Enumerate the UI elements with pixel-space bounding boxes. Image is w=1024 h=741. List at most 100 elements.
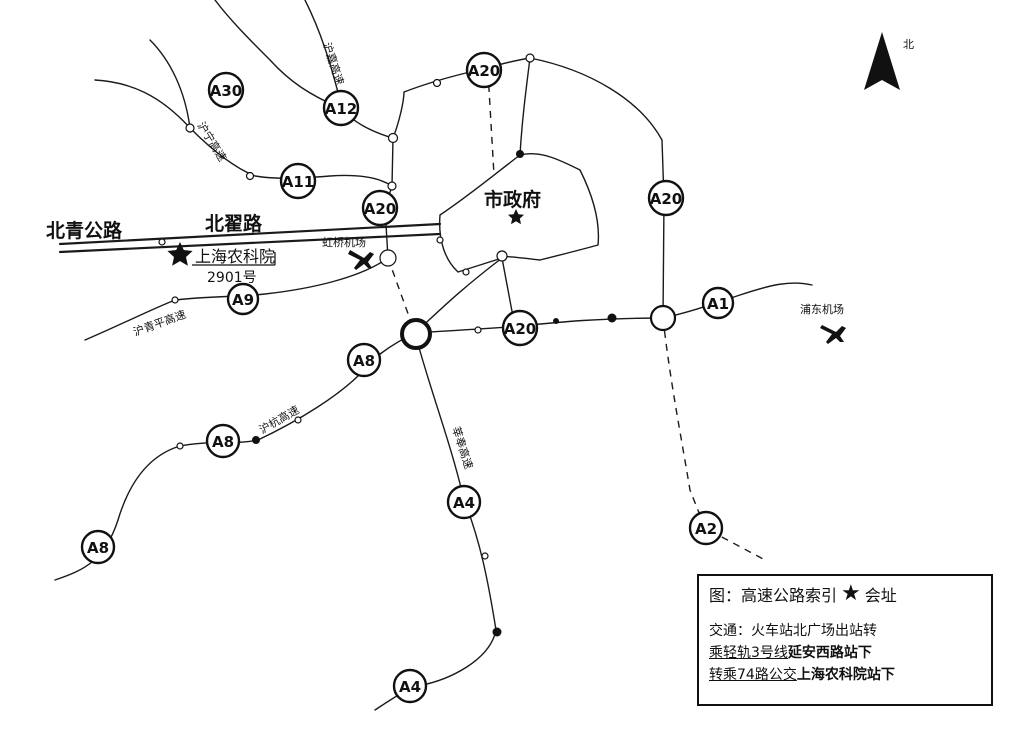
beizhai-road-label: 北翟路 [205, 212, 263, 235]
road-hub-ne [414, 257, 503, 334]
road-city-north [519, 57, 531, 156]
interchange-node [171, 296, 179, 304]
city-government-star-icon [508, 209, 524, 225]
shield-a20-west: A20 [361, 189, 399, 227]
road-hub-n [501, 257, 515, 323]
shield-a8-inner: A8 [346, 342, 382, 378]
svg-text:A12: A12 [325, 100, 357, 118]
shield-a4-outer: A4 [392, 668, 428, 704]
interchange-node [436, 236, 444, 244]
pudong-airport-label: 浦东机场 [800, 302, 844, 316]
svg-text:A8: A8 [87, 539, 109, 557]
interchange-node [553, 318, 559, 324]
road-a20-north [392, 57, 531, 139]
shield-a30: A30 [207, 71, 245, 109]
hongqiao-airport-label: 虹桥机场 [322, 235, 366, 249]
shield-a11: A11 [279, 162, 317, 200]
shield-a4-mid: A4 [446, 484, 482, 520]
road-a20-city-dash [487, 71, 495, 176]
road-ne-arc [529, 57, 665, 319]
venue-star-icon [167, 242, 193, 266]
legend-title: 图：高速公路索引 [709, 586, 838, 605]
interchange-node [294, 416, 302, 424]
legend-title-row: 图：高速公路索引 ★ 会址 [709, 582, 981, 606]
svg-text:A20: A20 [504, 320, 536, 338]
interchange-node [432, 78, 442, 88]
hujia-highway-label: 沪嘉高速 [320, 41, 347, 87]
road-a4 [374, 332, 497, 711]
road-a12-west [214, 0, 341, 109]
traffic-line-2: 乘轻轨3号线延安西路站下 [709, 642, 981, 664]
legend-box: 图：高速公路索引 ★ 会址 交通：火车站北广场出站转 乘轻轨3号线延安西路站下 … [697, 574, 993, 706]
airplane-icon [348, 250, 374, 270]
traffic-bus-line: 转乘74路公交 [709, 667, 797, 683]
interchange-node [462, 268, 470, 276]
traffic-metro-stop: 延安西路站下 [787, 645, 872, 661]
venue-star-icon: ★ [841, 581, 861, 606]
svg-text:A4: A4 [453, 494, 475, 512]
interchange-node [252, 436, 260, 444]
road-beizhai-bot [58, 232, 442, 254]
svg-text:A1: A1 [707, 295, 729, 313]
interchange-node [492, 627, 502, 637]
shield-a20-south: A20 [501, 309, 539, 347]
traffic-line-1: 交通：火车站北广场出站转 [709, 623, 877, 639]
svg-text:A11: A11 [282, 173, 314, 191]
traffic-directions: 交通：火车站北广场出站转 乘轻轨3号线延安西路站下 转乘74路公交上海农科院站下 [709, 620, 981, 686]
north-label: 北 [903, 38, 914, 51]
xinfeng-highway-label: 莘奉高速 [449, 425, 476, 471]
svg-text:A20: A20 [468, 62, 500, 80]
interchange-node [185, 123, 195, 133]
huning-highway-label: 沪宁高速 [194, 119, 229, 164]
interchange-node [496, 250, 508, 262]
road-a20-ew [414, 317, 664, 334]
svg-text:A4: A4 [399, 678, 421, 696]
airplane-icon [820, 325, 846, 344]
svg-text:A2: A2 [695, 520, 717, 538]
traffic-line-3: 转乘74路公交上海农科院站下 [709, 664, 981, 686]
city-district [438, 153, 600, 273]
svg-text:A9: A9 [232, 291, 254, 309]
shield-a12: A12 [322, 89, 360, 127]
svg-text:A20: A20 [650, 190, 682, 208]
svg-text:A20: A20 [364, 200, 396, 218]
interchange-node [516, 150, 524, 158]
interchange-node [387, 132, 399, 144]
svg-text:A8: A8 [212, 433, 234, 451]
main-hub [400, 318, 432, 350]
interchange-node [379, 249, 397, 267]
traffic-metro-line: 乘轻轨3号线 [709, 645, 788, 661]
road-a30-north [149, 39, 191, 129]
interchange-node [387, 181, 397, 191]
interchange-node [245, 171, 255, 181]
interchange-node [158, 238, 166, 246]
road-a1 [662, 282, 813, 319]
road-beizhai-top [58, 222, 442, 246]
interchange-node [481, 552, 489, 560]
shield-a20-top: A20 [465, 51, 503, 89]
road-a2 [662, 317, 766, 561]
legend-venue-label: 会址 [864, 586, 897, 605]
shield-a8-outer: A8 [80, 529, 116, 565]
interchanges [158, 53, 677, 637]
interchange-node [474, 326, 482, 334]
svg-text:A8: A8 [353, 352, 375, 370]
traffic-bus-stop: 上海农科院站下 [796, 667, 895, 683]
shield-a8-mid: A8 [205, 423, 241, 459]
interchange-node [607, 313, 617, 323]
north-arrow-icon: 北 [864, 32, 914, 90]
pudong-hub [649, 304, 677, 332]
address-number-label: 2901号 [207, 270, 257, 286]
huqingping-highway-label: 沪青平高速 [131, 307, 187, 339]
city-government-label: 市政府 [484, 188, 541, 211]
shield-a20-east: A20 [647, 179, 685, 217]
shield-a1: A1 [701, 286, 735, 320]
interchange-node [525, 53, 535, 63]
academy-label: 上海农科院 [195, 247, 275, 266]
svg-text:A30: A30 [210, 82, 242, 100]
shield-a2: A2 [688, 510, 724, 546]
beiqing-road-label: 北青公路 [46, 219, 123, 242]
shield-a9: A9 [226, 282, 260, 316]
